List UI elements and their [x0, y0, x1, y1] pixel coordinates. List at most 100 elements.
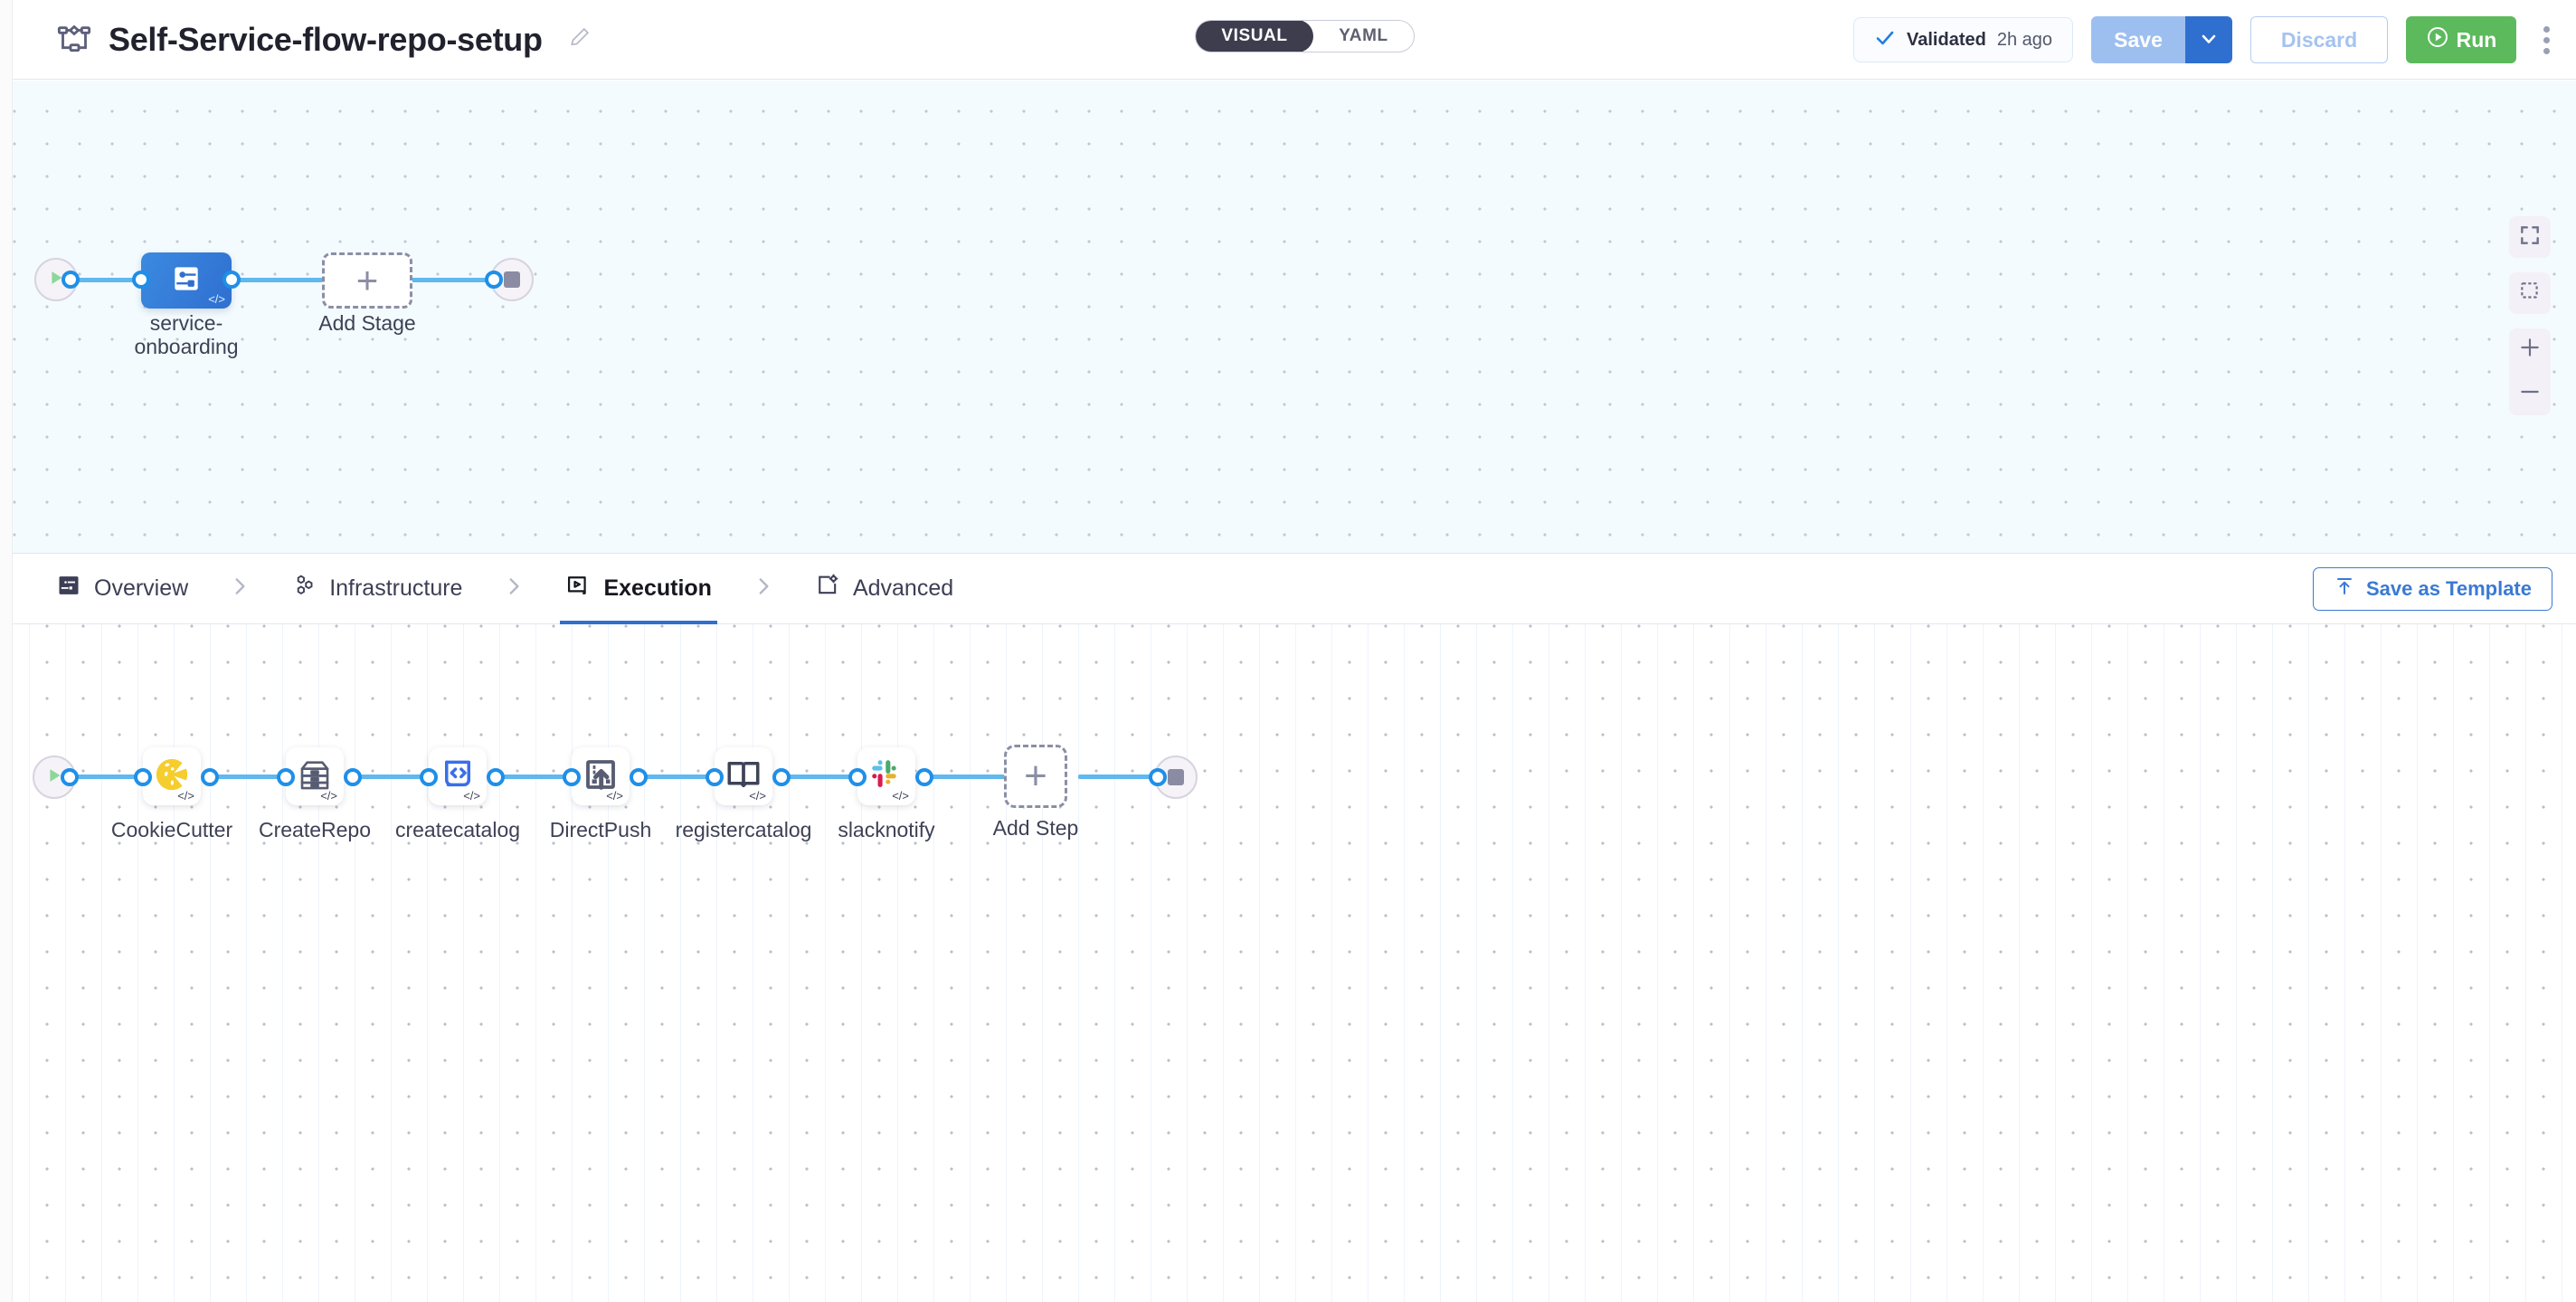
- plus-icon: +: [355, 259, 379, 302]
- stage-start-port[interactable]: [62, 271, 80, 289]
- chevron-down-icon: [2198, 28, 2220, 52]
- view-mode-toggle[interactable]: VISUAL YAML: [1195, 20, 1415, 52]
- stage-end-port[interactable]: [485, 271, 503, 289]
- tabs-list: Overview Infrastructure: [13, 553, 959, 624]
- add-stage-label: Add Stage: [318, 311, 416, 335]
- zoom-in-icon[interactable]: [2518, 336, 2542, 364]
- tab-overview[interactable]: Overview: [51, 553, 194, 624]
- header-bar: Self-Service-flow-repo-setup VISUAL YAML: [13, 0, 2576, 80]
- left-rail: [0, 0, 13, 1302]
- tab-overview-label: Overview: [94, 575, 189, 601]
- step-code-badge: </>: [749, 789, 766, 803]
- step-6-in-port[interactable]: [848, 768, 867, 786]
- step-6-out-port[interactable]: [915, 768, 933, 786]
- step-code-badge: </>: [177, 789, 194, 803]
- tab-infrastructure[interactable]: Infrastructure: [286, 553, 468, 624]
- step-edge-6: [924, 775, 1024, 779]
- save-button-group[interactable]: Save: [2091, 16, 2232, 63]
- zoom-out-icon[interactable]: [2518, 380, 2542, 408]
- tab-execution-label: Execution: [603, 575, 712, 601]
- step-node-registercatalog[interactable]: </>: [715, 747, 772, 805]
- stage-canvas[interactable]: </> service- onboarding + Add Stage: [13, 81, 2576, 553]
- save-options-button[interactable]: [2185, 16, 2232, 63]
- execution-icon: [565, 573, 591, 604]
- chevron-right-icon: [502, 575, 526, 603]
- step-2-in-port[interactable]: [277, 768, 295, 786]
- step-node-slacknotify[interactable]: </>: [857, 747, 915, 805]
- step-edge-2: [353, 775, 452, 779]
- step-1-in-port[interactable]: [134, 768, 152, 786]
- step-label-createcatalog: createcatalog: [394, 818, 521, 841]
- select-area-button[interactable]: [2509, 272, 2551, 314]
- step-edge-1: [210, 775, 309, 779]
- open-book-icon: [724, 756, 762, 798]
- step-node-createcatalog[interactable]: </>: [429, 747, 487, 805]
- tab-execution[interactable]: Execution: [560, 553, 716, 624]
- stage-node-service-onboarding[interactable]: </>: [141, 252, 232, 309]
- step-4-in-port[interactable]: [563, 768, 581, 786]
- stop-square-icon: [504, 271, 520, 288]
- step-code-badge: </>: [320, 789, 337, 803]
- step-5-in-port[interactable]: [706, 768, 724, 786]
- kebab-menu-icon[interactable]: [2538, 20, 2554, 60]
- step-4-out-port[interactable]: [630, 768, 648, 786]
- stage-node-in-port[interactable]: [132, 271, 150, 289]
- stage-node-out-port[interactable]: [223, 271, 241, 289]
- step-end-port[interactable]: [1149, 768, 1167, 786]
- pencil-icon[interactable]: [559, 25, 592, 53]
- status-badge: Validated 2h ago: [1853, 17, 2073, 62]
- step-1-out-port[interactable]: [201, 768, 219, 786]
- run-button[interactable]: Run: [2406, 16, 2516, 63]
- stage-code-badge: </>: [208, 292, 225, 306]
- add-step-button[interactable]: +: [1004, 745, 1067, 808]
- tab-advanced[interactable]: Advanced: [810, 553, 959, 624]
- toggle-option-visual[interactable]: VISUAL: [1196, 21, 1313, 52]
- step-start-port[interactable]: [61, 768, 79, 786]
- step-node-cookiecutter[interactable]: </>: [143, 747, 201, 805]
- step-edge-7: [1078, 775, 1167, 779]
- fit-screen-icon: [2518, 223, 2542, 252]
- play-icon: [46, 268, 66, 292]
- step-5-out-port[interactable]: [772, 768, 791, 786]
- fit-to-screen-button[interactable]: [2509, 216, 2551, 258]
- discard-button[interactable]: Discard: [2250, 16, 2388, 63]
- add-stage-button[interactable]: +: [322, 252, 412, 309]
- toggle-option-yaml[interactable]: YAML: [1339, 26, 1388, 45]
- code-document-icon: [439, 756, 477, 798]
- stage-edge-2: [400, 278, 499, 282]
- run-label: Run: [2456, 27, 2497, 52]
- canvas-controls: [2509, 216, 2551, 415]
- validated-label: Validated: [1907, 29, 1986, 50]
- tab-separator-1: [228, 575, 251, 603]
- select-area-icon: [2518, 280, 2542, 308]
- tab-separator-3: [752, 575, 775, 603]
- tab-separator-2: [502, 575, 526, 603]
- pipeline-nodes-icon: [56, 22, 92, 58]
- step-node-directpush[interactable]: </>: [572, 747, 630, 805]
- step-label-createrepo: CreateRepo: [258, 818, 372, 841]
- step-code-badge: </>: [892, 789, 909, 803]
- save-button[interactable]: Save: [2091, 16, 2185, 63]
- step-3-out-port[interactable]: [487, 768, 505, 786]
- step-2-out-port[interactable]: [344, 768, 362, 786]
- check-icon: [1874, 27, 1896, 53]
- step-node-createrepo[interactable]: </>: [286, 747, 344, 805]
- play-circle-icon: [2426, 25, 2449, 54]
- step-code-badge: </>: [463, 789, 480, 803]
- service-node-icon: [169, 261, 204, 300]
- plus-icon: +: [1024, 753, 1047, 798]
- push-upload-icon: [582, 756, 620, 798]
- step-edge-start: [67, 775, 166, 779]
- chevron-right-icon: [228, 575, 251, 603]
- overview-icon: [56, 573, 81, 604]
- play-icon: [44, 765, 64, 790]
- chevron-right-icon: [752, 575, 775, 603]
- save-as-template-button[interactable]: Save as Template: [2312, 567, 2552, 611]
- step-edge-5: [781, 775, 881, 779]
- step-3-in-port[interactable]: [420, 768, 438, 786]
- cookie-icon: [153, 756, 191, 798]
- step-end-node[interactable]: [1154, 756, 1198, 799]
- stage-node-label: service- onboarding: [134, 311, 239, 358]
- steps-canvas[interactable]: </> CookieCutter </> CreateRepo: [13, 624, 2576, 1302]
